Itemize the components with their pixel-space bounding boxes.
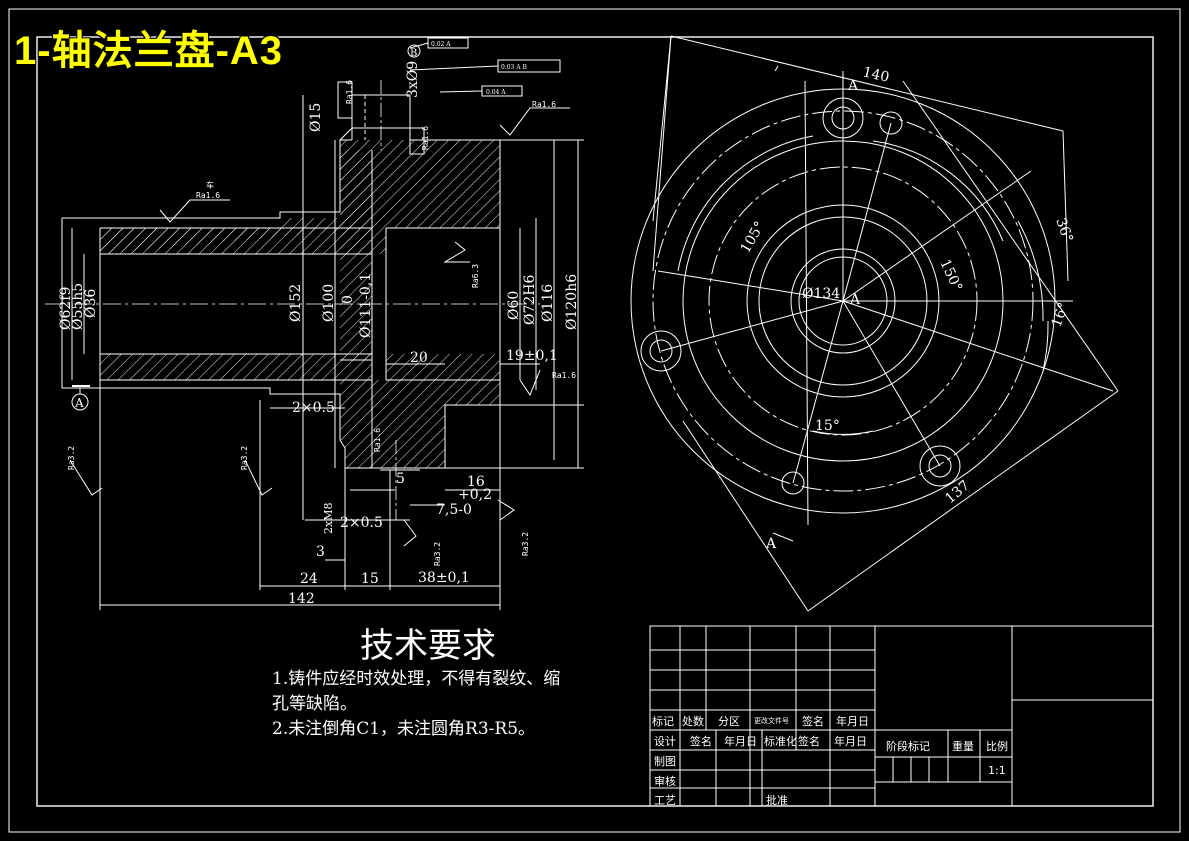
outer-border xyxy=(8,8,1181,833)
requirement-line-1: 1.铸件应经时效处理，不得有裂纹、缩 xyxy=(272,669,561,689)
section-a-top: A xyxy=(847,78,859,94)
tb-zone: 分区 xyxy=(718,715,740,728)
title-block xyxy=(649,625,1154,807)
angle-15: 15° xyxy=(815,418,840,434)
ra-r6: Ra3.2 xyxy=(433,542,442,566)
dim-len3: 3 xyxy=(316,544,325,560)
dim-len142: 142 xyxy=(288,591,315,607)
tb-weight: 重量 xyxy=(952,740,974,753)
dim-len5: 5 xyxy=(396,471,405,487)
dim-d152: Ø152 xyxy=(288,284,304,322)
section-view xyxy=(45,37,584,610)
ra-r5: Ra3.2 xyxy=(240,446,249,470)
turn-mark: 车 xyxy=(206,180,214,190)
dim-len16-tol: +0,2 xyxy=(458,487,492,503)
dim-len15: 15 xyxy=(361,571,379,587)
dim-d120: Ø120h6 xyxy=(564,274,580,330)
tb-scale-value: 1:1 xyxy=(988,764,1006,777)
ra-r8: Ra1.6 xyxy=(552,371,576,380)
dim-d111-top: 0 xyxy=(340,295,356,304)
tb-date3: 年月日 xyxy=(834,735,867,748)
dim-len16: 16 xyxy=(467,474,485,490)
dim-140: 140 xyxy=(861,64,891,86)
dim-d111: Ø111-0,1 xyxy=(358,273,374,338)
ra-r3: Ra1.6 xyxy=(345,80,354,104)
section-a-center: A xyxy=(849,292,861,308)
dim-d116: Ø116 xyxy=(540,284,556,322)
tb-process: 工艺 xyxy=(654,794,676,807)
dim-d62: Ø62f9 xyxy=(58,287,74,330)
angle-36: 36° xyxy=(1052,216,1076,245)
dim-m8: 2xM8 xyxy=(322,503,335,534)
tb-sign3: 签名 xyxy=(798,735,820,748)
dim-len75: 7,5-0 xyxy=(436,502,472,518)
ra-r2: Ra1.6 xyxy=(532,100,556,109)
ra-r11: Ra1.6 xyxy=(373,428,382,452)
requirement-line-2: 孔等缺陷。 xyxy=(272,694,357,714)
tb-draw: 制图 xyxy=(654,755,676,768)
dim-d100: Ø100 xyxy=(321,284,337,322)
dim-len19: 19±0,1 xyxy=(506,348,558,364)
inner-border xyxy=(36,36,1154,807)
tb-sign2: 签名 xyxy=(690,735,712,748)
ra-r1: Ra1.6 xyxy=(196,191,220,200)
dim-len2a: 2×0.5 xyxy=(292,400,335,416)
ra-r7: Ra3.2 xyxy=(521,532,530,556)
angle-16: 16° xyxy=(1049,301,1073,330)
tb-approve: 批准 xyxy=(766,794,788,807)
dim-d55: Ø55h5 xyxy=(70,283,86,330)
dim-d134: Ø134 xyxy=(802,286,840,302)
tb-change-doc: 更改文件号 xyxy=(754,717,789,725)
tb-design: 设计 xyxy=(654,735,676,748)
dim-holes: 3xØ9 xyxy=(405,61,421,98)
requirement-line-3: 2.未注倒角C1，未注圆角R3-R5。 xyxy=(272,719,536,739)
requirements-heading: 技术要求 xyxy=(360,626,496,666)
tb-stage: 阶段标记 xyxy=(886,740,930,753)
tb-sign: 签名 xyxy=(802,715,824,728)
dim-len20: 20 xyxy=(410,350,428,366)
tolerance-frame-2: 0.03 A B xyxy=(501,64,528,71)
datum-b-label: B xyxy=(410,48,417,59)
ra-r4: Ra3.2 xyxy=(67,446,76,470)
drawing-title: 1-轴法兰盘-A3 xyxy=(14,29,284,73)
tb-check: 审核 xyxy=(654,775,676,788)
dim-137: 137 xyxy=(942,478,973,507)
angle-105: 105° xyxy=(738,219,769,256)
dim-d60: Ø60 xyxy=(506,291,522,320)
front-view xyxy=(630,35,1119,612)
tolerance-frame-3: 0.04 A xyxy=(486,89,506,96)
dim-len38: 38±0,1 xyxy=(418,570,470,586)
ra-r9: Ra1.6 xyxy=(421,126,430,150)
dim-len2b: 2×0.5 xyxy=(340,515,383,531)
tb-mark: 标记 xyxy=(652,715,674,728)
datum-a-label: A xyxy=(74,396,84,410)
tolerance-frame-1: 0.02 A xyxy=(431,41,451,48)
tb-count: 处数 xyxy=(682,715,704,728)
tb-standard: 标准化 xyxy=(764,735,797,748)
angle-150: 150° xyxy=(936,257,965,294)
tb-date2: 年月日 xyxy=(724,735,757,748)
dim-d15: Ø15 xyxy=(308,103,324,132)
dim-len24: 24 xyxy=(300,571,318,587)
dim-d72: Ø72H6 xyxy=(522,274,538,325)
dim-d36: Ø36 xyxy=(83,289,99,318)
section-a-bottom: A xyxy=(765,536,777,552)
tb-scale: 比例 xyxy=(986,740,1008,753)
tb-date: 年月日 xyxy=(836,715,869,728)
ra-r10: Ra6.3 xyxy=(471,264,480,288)
